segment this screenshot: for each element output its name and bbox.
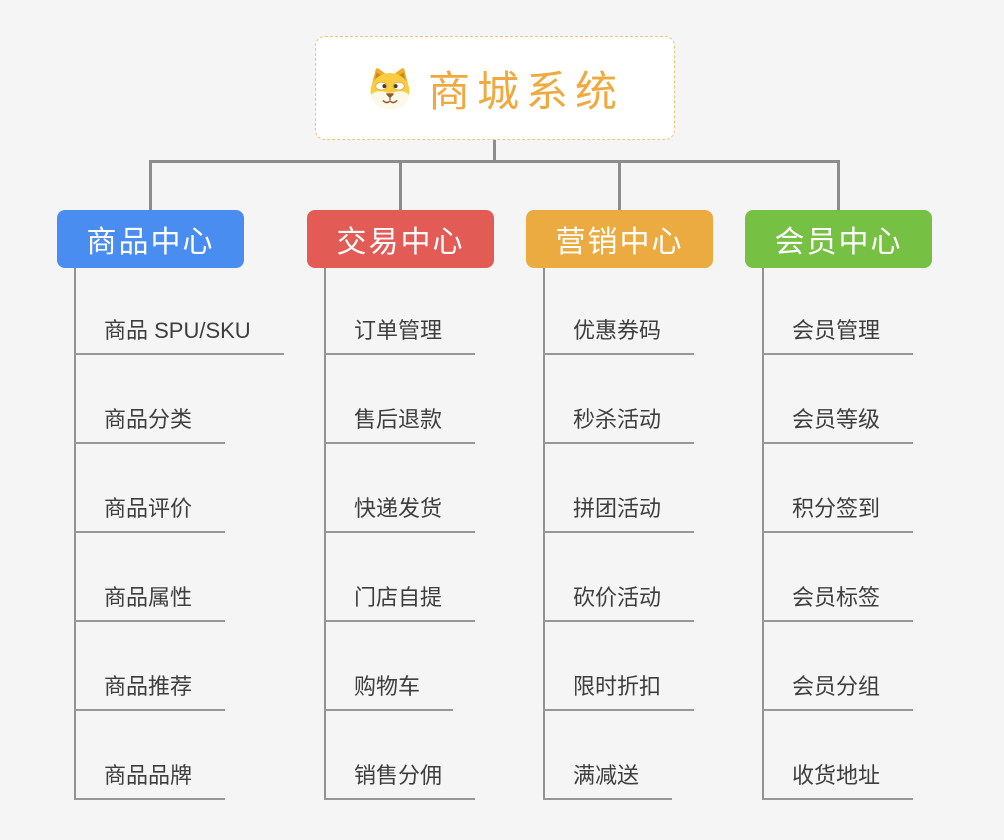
connector-root-stem [493, 140, 496, 162]
leaf-node[interactable]: 收货地址 [762, 753, 914, 800]
leaf-node[interactable]: 商品品牌 [74, 753, 226, 800]
connector-drop-trade [399, 160, 402, 210]
leaf-node[interactable]: 订单管理 [324, 308, 476, 355]
leaf-node[interactable]: 限时折扣 [543, 664, 695, 711]
connector-drop-marketing [618, 160, 621, 210]
connector-branch-spine [74, 268, 76, 800]
branch-node-trade-center[interactable]: 交易中心 [307, 210, 494, 268]
leaf-node[interactable]: 砍价活动 [543, 575, 695, 622]
leaf-node[interactable]: 商品评价 [74, 486, 226, 533]
leaf-node[interactable]: 商品属性 [74, 575, 226, 622]
leaf-node[interactable]: 销售分佣 [324, 753, 476, 800]
leaf-node[interactable]: 优惠券码 [543, 308, 695, 355]
leaf-node[interactable]: 商品 SPU/SKU [74, 308, 284, 355]
leaf-node[interactable]: 拼团活动 [543, 486, 695, 533]
leaf-node[interactable]: 积分签到 [762, 486, 914, 533]
connector-drop-product [149, 160, 152, 210]
leaf-node[interactable]: 商品推荐 [74, 664, 226, 711]
leaf-node[interactable]: 商品分类 [74, 397, 226, 444]
branch-node-product-center[interactable]: 商品中心 [57, 210, 244, 268]
connector-branch-spine [543, 268, 545, 800]
leaf-node[interactable]: 购物车 [324, 664, 454, 711]
leaf-node[interactable]: 会员分组 [762, 664, 914, 711]
branch-node-member-center[interactable]: 会员中心 [745, 210, 932, 268]
branch-node-marketing-center[interactable]: 营销中心 [526, 210, 713, 268]
root-title: 商城系统 [427, 67, 624, 115]
dog-face-icon [370, 68, 410, 109]
leaf-node[interactable]: 会员管理 [762, 308, 914, 355]
connector-branch-spine [324, 268, 326, 800]
leaf-node[interactable]: 满减送 [543, 753, 673, 800]
leaf-node[interactable]: 快递发货 [324, 486, 476, 533]
leaf-node[interactable]: 会员标签 [762, 575, 914, 622]
leaf-node[interactable]: 会员等级 [762, 397, 914, 444]
connector-drop-member [837, 160, 840, 210]
leaf-node[interactable]: 售后退款 [324, 397, 476, 444]
leaf-node[interactable]: 秒杀活动 [543, 397, 695, 444]
leaf-node[interactable]: 门店自提 [324, 575, 476, 622]
connector-branch-spine [762, 268, 764, 800]
connector-horizontal [149, 160, 840, 163]
root-node[interactable]: 商城系统 [315, 36, 675, 140]
